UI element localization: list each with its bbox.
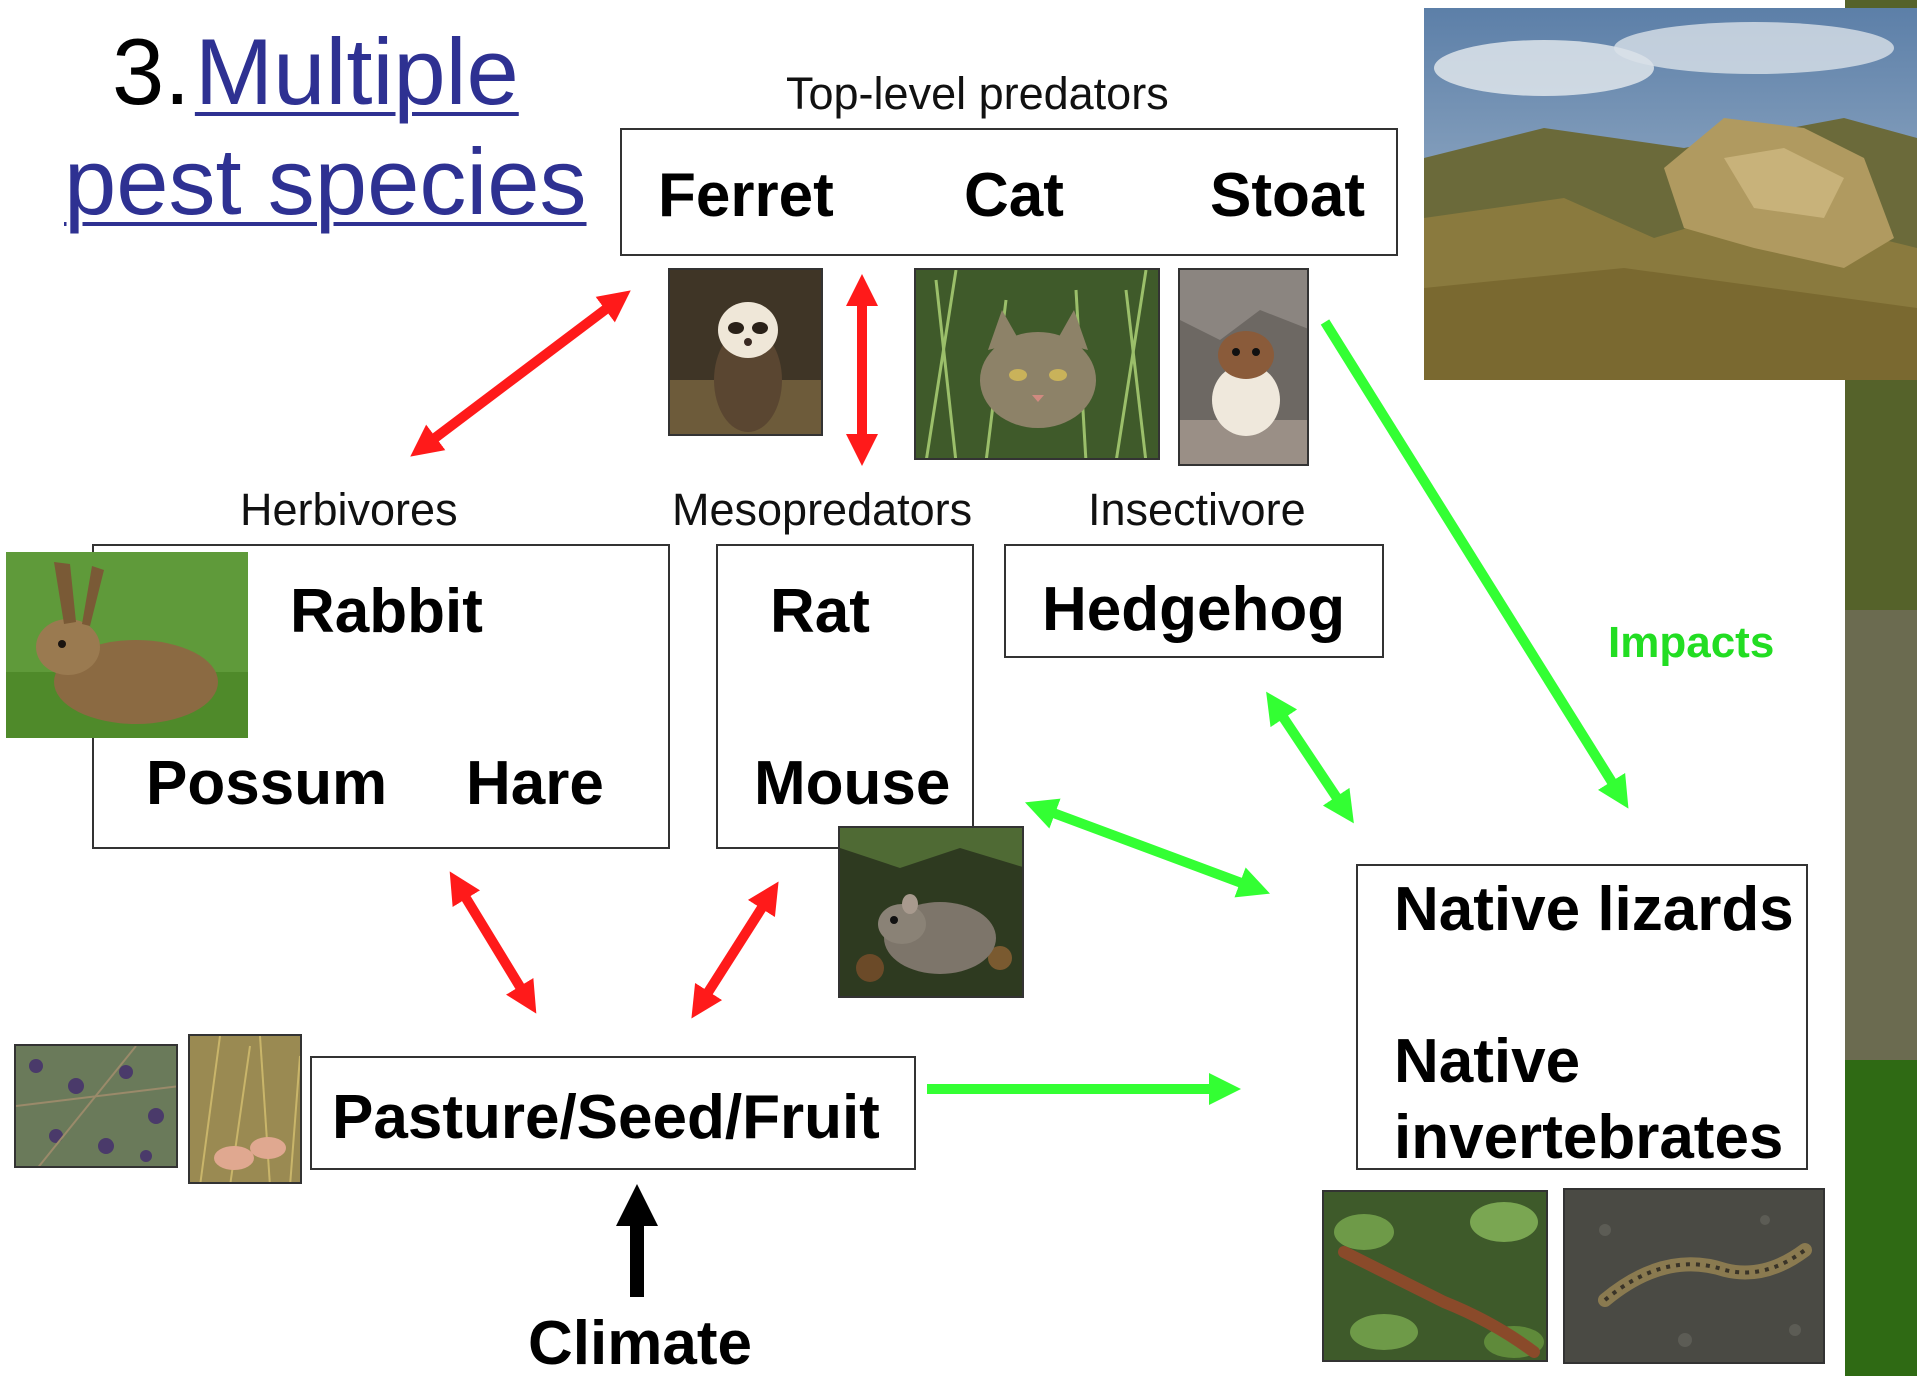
rat-photo (838, 826, 1024, 998)
rat-label: Rat (770, 577, 870, 646)
mesopredators-label: Mesopredators (672, 484, 973, 535)
rabbit-label: Rabbit (290, 577, 483, 646)
cat-photo (914, 268, 1160, 460)
possum-label: Possum (146, 749, 388, 818)
herbivores-label: Herbivores (240, 484, 458, 535)
ferret-label: Ferret (658, 161, 834, 230)
stoat-label: Stoat (1210, 161, 1365, 230)
ferret-photo (668, 268, 823, 436)
hedgehog-label: Hedgehog (1042, 575, 1346, 644)
top-predators-label: Top-level predators (786, 68, 1169, 119)
title-link-line2[interactable]: pest species (64, 129, 587, 234)
predators-herbivores-arrow (410, 290, 631, 457)
title-link-line1[interactable]: Multiple (194, 19, 519, 124)
mouse-label: Mouse (754, 749, 951, 818)
slide-title: 3. Multiple (112, 18, 519, 126)
landscape-image (1424, 8, 1917, 380)
title-line2: pest species (64, 128, 587, 236)
mouse-natives-arrow (1025, 798, 1270, 898)
insectivore-box: Hedgehog (1004, 544, 1384, 658)
insectivore-label: Insectivore (1088, 484, 1306, 535)
mesopredators-pasture-arrow (691, 881, 779, 1019)
stoat-photo (1178, 268, 1309, 466)
native-invertebrates-line2: invertebrates (1394, 1103, 1784, 1172)
title-number: 3. (112, 19, 191, 124)
seed-photo (14, 1044, 178, 1168)
climate-label: Climate (528, 1309, 752, 1378)
landscape-photo (1424, 8, 1917, 380)
native-invertebrates-line1: Native (1394, 1027, 1581, 1096)
native-lizards-label: Native lizards (1394, 875, 1794, 944)
mesopredators-box: Rat Mouse (716, 544, 974, 849)
gecko-photo (1563, 1188, 1825, 1364)
hare-label: Hare (466, 749, 604, 818)
resources-box: Pasture/Seed/Fruit (310, 1056, 916, 1170)
top-predators-box: Ferret Cat Stoat (620, 128, 1398, 256)
side-panel-bottom (1845, 1060, 1917, 1376)
impacts-label: Impacts (1608, 618, 1775, 667)
stoat-natives-impact-arrow (1320, 319, 1629, 809)
herbivores-pasture-arrow (449, 871, 537, 1014)
hedgehog-natives-arrow (1266, 691, 1354, 824)
cat-label: Cat (964, 161, 1064, 230)
hand-grass-photo (188, 1034, 302, 1184)
hare-photo (6, 552, 248, 738)
natives-box: Native lizards Native invertebrates (1356, 864, 1808, 1172)
resources-label: Pasture/Seed/Fruit (332, 1083, 880, 1152)
skink-photo (1322, 1190, 1548, 1362)
side-panel-mid (1845, 610, 1917, 1060)
